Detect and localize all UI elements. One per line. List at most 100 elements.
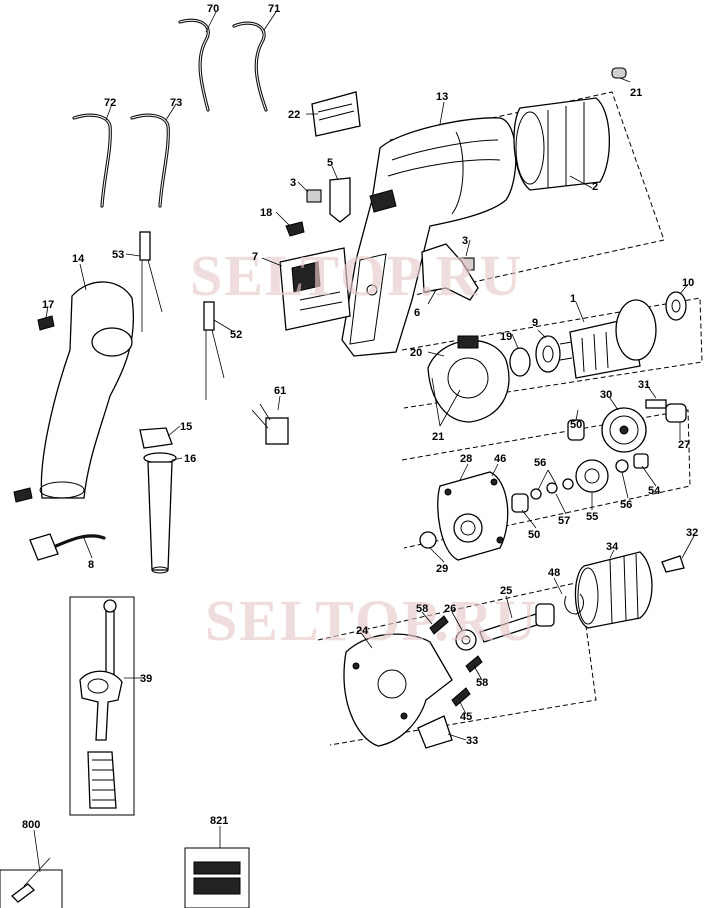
part-13-housing: [341, 117, 517, 357]
label-18: 18: [260, 207, 272, 219]
label-33: 33: [466, 735, 478, 747]
label-16: 16: [184, 453, 196, 465]
label-32: 32: [686, 527, 698, 539]
label-48: 48: [548, 567, 560, 579]
label-52: 52: [230, 329, 242, 341]
part-32-chuck-screw: [661, 555, 685, 573]
label-3-lower: 3: [462, 235, 468, 247]
part-55-pinion: [575, 459, 609, 493]
spring-72: [72, 113, 112, 208]
label-13: 13: [436, 91, 448, 103]
label-2: 2: [592, 181, 598, 193]
part-screw-handle-bottom: [13, 487, 33, 503]
part-58-screw-a: [429, 615, 449, 635]
part-7-switch: [279, 247, 351, 331]
part-20-brush-ring: [427, 335, 510, 423]
label-21-top: 21: [630, 87, 642, 99]
part-56-washer-b: [615, 459, 629, 473]
assembly-boundary-lines: [317, 91, 703, 746]
label-7: 7: [252, 251, 258, 263]
label-10: 10: [682, 277, 694, 289]
label-45: 45: [460, 711, 472, 723]
label-50-lower: 50: [528, 529, 540, 541]
label-17: 17: [42, 299, 54, 311]
part-58-screw-b: [465, 655, 483, 673]
part-2-field: [513, 97, 610, 191]
part-9-bearing: [535, 335, 561, 373]
part-61-capacitor: [251, 403, 289, 445]
label-27: 27: [678, 439, 690, 451]
part-26-bearing: [455, 629, 477, 651]
part-18-screw: [285, 221, 305, 237]
part-24-gear-housing: [343, 633, 453, 747]
label-58-lower: 58: [476, 677, 488, 689]
part-16-tube: [143, 452, 177, 574]
label-30: 30: [600, 389, 612, 401]
part-8-cable: [29, 533, 106, 561]
part-53-suppressor: [139, 231, 163, 332]
part-28-gear-case: [437, 471, 509, 561]
watermark-bottom: SELTOP.RU: [205, 588, 538, 653]
part-33-clamp: [417, 715, 453, 749]
part-30-gear: [601, 407, 647, 453]
part-17-screw: [37, 315, 55, 331]
part-1-armature: [559, 299, 657, 379]
part-29-o-ring: [419, 531, 437, 549]
label-46: 46: [494, 453, 506, 465]
label-31: 31: [638, 379, 650, 391]
label-58-upper: 58: [416, 603, 428, 615]
label-61: 61: [274, 385, 286, 397]
label-54: 54: [648, 485, 661, 497]
part-labels: 70 71 72 73 22 13 21 2 5 3 18 14 53 7 3 …: [22, 3, 698, 831]
part-52-suppressor: [203, 301, 225, 400]
part-5-brush-spring: [329, 177, 351, 223]
label-56-upper: 56: [534, 457, 546, 469]
part-48-retaining-ring: [564, 593, 584, 615]
part-54-spacer: [633, 453, 649, 469]
label-22: 22: [288, 109, 300, 121]
label-56-lower: 56: [620, 499, 632, 511]
part-25-spindle: [479, 603, 555, 643]
part-14-handle: [39, 281, 135, 499]
part-15-clamp: [139, 427, 173, 449]
spring-71: [232, 21, 268, 112]
label-71: 71: [268, 3, 280, 15]
label-15: 15: [180, 421, 192, 433]
label-28: 28: [460, 453, 472, 465]
label-1: 1: [570, 293, 576, 305]
label-73: 73: [170, 97, 182, 109]
label-50-upper: 50: [570, 419, 582, 431]
part-34-chuck: [574, 551, 653, 629]
part-19-washer: [509, 347, 531, 377]
label-21-bottom: 21: [432, 431, 444, 443]
part-56-washers: [530, 478, 574, 500]
label-25: 25: [500, 585, 512, 597]
label-72: 72: [104, 97, 116, 109]
label-53: 53: [112, 249, 124, 261]
spring-70: [178, 18, 210, 112]
label-24: 24: [356, 625, 369, 637]
label-20: 20: [410, 347, 422, 359]
watermark-top: SELTOP.RU: [190, 243, 523, 308]
label-3-upper: 3: [290, 177, 296, 189]
part-6-brush-holder: [421, 243, 479, 301]
label-39: 39: [140, 673, 152, 685]
label-57: 57: [558, 515, 570, 527]
part-45-screw: [451, 687, 471, 707]
label-821: 821: [210, 815, 228, 827]
label-34: 34: [606, 541, 619, 553]
part-39-side-handle: [69, 596, 135, 816]
label-9: 9: [532, 317, 538, 329]
part-21-pin: [611, 67, 627, 79]
label-6: 6: [414, 307, 420, 319]
part-31-key: [645, 399, 667, 409]
part-800-screwdriver: [0, 857, 63, 908]
label-8: 8: [88, 559, 94, 571]
label-29: 29: [436, 563, 448, 575]
label-5: 5: [327, 157, 333, 169]
label-14: 14: [72, 253, 85, 265]
label-26: 26: [444, 603, 456, 615]
part-50-pin-b: [511, 493, 529, 513]
part-10-bearing: [665, 291, 687, 321]
